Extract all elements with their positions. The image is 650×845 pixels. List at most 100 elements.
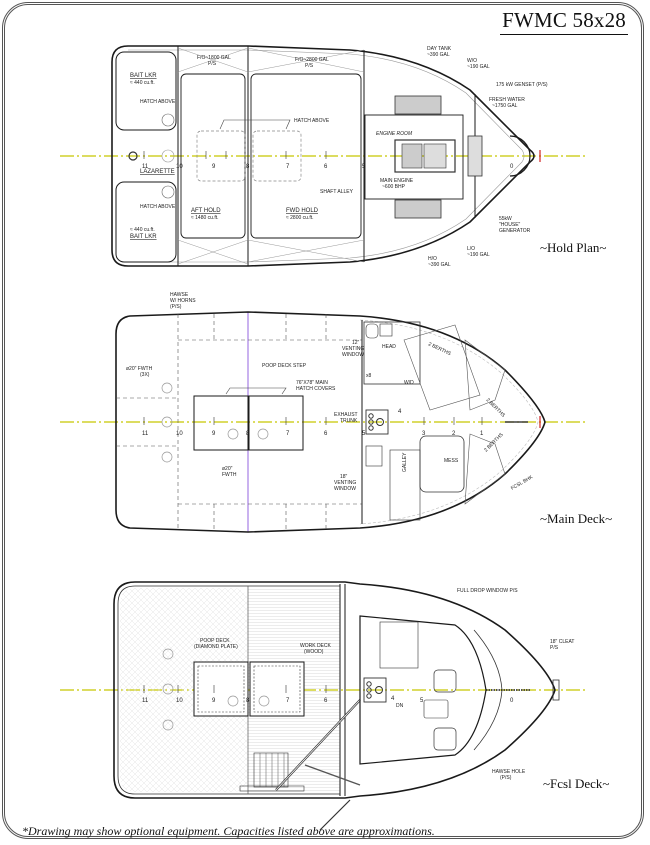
hawse-ps: (P/S) [170, 304, 182, 310]
fwth-center-label-2: FWTH [222, 472, 237, 478]
bait-locker-bottom-capacity: ≈ 440 cu.ft. [130, 227, 155, 233]
lube-oil-capacity: ~190 GAL [467, 252, 490, 258]
poop-deck-label: POOP DECK [200, 638, 230, 644]
drawing-title: FWMC 58x28 [500, 8, 628, 35]
day-tank-capacity: ~390 GAL [427, 52, 450, 58]
fuel-oil-aft-label: F/O~1800 GAL [197, 55, 231, 61]
hold-plan-label: ~Hold Plan~ [540, 240, 607, 255]
lube-oil-label: L/O [467, 246, 475, 252]
vent-18-size: 18" [340, 474, 348, 480]
station-5: 5 [362, 431, 366, 437]
station-0: 0 [510, 164, 514, 170]
main-engine-hp: ~600 BHP [382, 184, 406, 190]
fwd-hold-capacity: ≈ 2800 cu.ft. [286, 215, 313, 221]
station-10: 10 [176, 164, 183, 170]
poop-deck-step-label: POOP DECK STEP [262, 363, 307, 369]
fuel-oil-fwd-label: F/O~2800 GAL [295, 57, 329, 63]
drawing-border [2, 2, 644, 839]
station-11: 11 [142, 164, 149, 170]
station-10: 10 [176, 698, 183, 704]
exhaust-trunk-label-2: TRUNK [340, 418, 358, 424]
work-deck-material: (WOOD) [304, 649, 324, 655]
exhaust-trunk-label: EXHAUST [334, 412, 358, 418]
station-0: 0 [510, 698, 514, 704]
station-5: 5 [362, 164, 366, 170]
hawse-label: HAWSE [170, 292, 189, 298]
mess-label: MESS [444, 458, 459, 464]
station-11: 11 [142, 698, 149, 704]
day-tank-label: DAY TANK [427, 46, 452, 52]
bait-locker-bottom-label: BAIT LKR [130, 234, 157, 240]
fwth-label: ø20" FWTH [126, 366, 153, 372]
station-4: 4 [398, 409, 402, 415]
x8-label: x8 [366, 373, 372, 379]
station-8: 8 [246, 164, 250, 170]
house-gen-kw: 55kW [499, 216, 512, 222]
genset-label: 175 kW GENSET (P/S) [496, 82, 548, 88]
station-5: 5 [420, 698, 424, 704]
main-hatch-covers-label: 76"X78" MAIN [296, 380, 328, 386]
aft-hold-label: AFT HOLD [191, 208, 221, 214]
vent-12-size: 12" [352, 340, 360, 346]
station-9: 9 [212, 431, 216, 437]
vent-12-window: WINDOW [342, 352, 364, 358]
hawse-horns: W/ HORNS [170, 298, 196, 304]
stair-down-label: DN [396, 703, 404, 709]
lazarette-label: LAZARETTE [140, 169, 175, 175]
washer-dryer-label: W/D [404, 380, 414, 386]
fwd-hold-label: FWD HOLD [286, 208, 319, 214]
hatch-above-center-label: HATCH ABOVE [294, 118, 330, 124]
fcsl-deck-label: ~Fcsl Deck~ [543, 776, 610, 791]
fwth-center-label: ø20" [222, 466, 233, 472]
station-1: 1 [480, 431, 484, 437]
cleat-ps: P/S [550, 645, 559, 651]
work-deck-label: WORK DECK [300, 643, 332, 649]
footnote: *Drawing may show optional equipment. Ca… [22, 824, 435, 838]
house-gen-generator: GENERATOR [499, 228, 531, 234]
station-9: 9 [212, 698, 216, 704]
engine-room-label: ENGINE ROOM [376, 131, 413, 137]
cleat-label: 18" CLEAT [550, 639, 574, 645]
vent-12-venting: VENTING [342, 346, 364, 352]
aft-hold-capacity: ≈ 1480 cu.ft. [191, 215, 218, 221]
galley-label: GALLEY [402, 452, 408, 472]
shaft-alley-label: SHAFT ALLEY [320, 189, 354, 195]
fuel-oil-aft-ps: P/S [208, 61, 217, 67]
hatch-above-bottom-label: HATCH ABOVE [140, 204, 176, 210]
station-4: 4 [391, 696, 395, 702]
main-engine-label: MAIN ENGINE [380, 178, 414, 184]
main-hatch-covers-label-2: HATCH COVERS [296, 386, 336, 392]
station-3: 3 [422, 431, 426, 437]
fresh-water-capacity: ~1750 GAL [492, 103, 518, 109]
vent-18-window: WINDOW [334, 486, 356, 492]
station-8: 8 [246, 431, 250, 437]
station-8: 8 [246, 698, 250, 704]
house-gen-house: "HOUSE" [499, 222, 521, 228]
hawse-hole-label: HAWSE HOLE [492, 769, 526, 775]
fresh-water-label: FRESH WATER [489, 97, 525, 103]
vent-18-venting: VENTING [334, 480, 356, 486]
hydraulic-oil-capacity: ~390 GAL [428, 262, 451, 268]
station-11: 11 [142, 431, 149, 437]
station-7: 7 [286, 431, 290, 437]
hawse-hole-ps: (P/S) [500, 775, 512, 781]
waste-oil-capacity: ~190 GAL [467, 64, 490, 70]
bait-locker-top-label: BAIT LKR [130, 73, 157, 79]
waste-oil-label: W/O [467, 58, 477, 64]
station-6: 6 [324, 431, 328, 437]
full-drop-window-label: FULL DROP WINDOW P/S [457, 588, 518, 594]
fuel-oil-fwd-ps: P/S [305, 63, 314, 69]
bait-locker-top-capacity: ≈ 440 cu.ft. [130, 80, 155, 86]
station-6: 6 [324, 164, 328, 170]
fwth-count: (3X) [140, 372, 150, 378]
hydraulic-oil-label: H/O [428, 256, 437, 262]
station-10: 10 [176, 431, 183, 437]
station-7: 7 [286, 164, 290, 170]
station-2: 2 [452, 431, 456, 437]
main-deck-label: ~Main Deck~ [540, 511, 613, 526]
head-label: HEAD [382, 344, 396, 350]
station-9: 9 [212, 164, 216, 170]
